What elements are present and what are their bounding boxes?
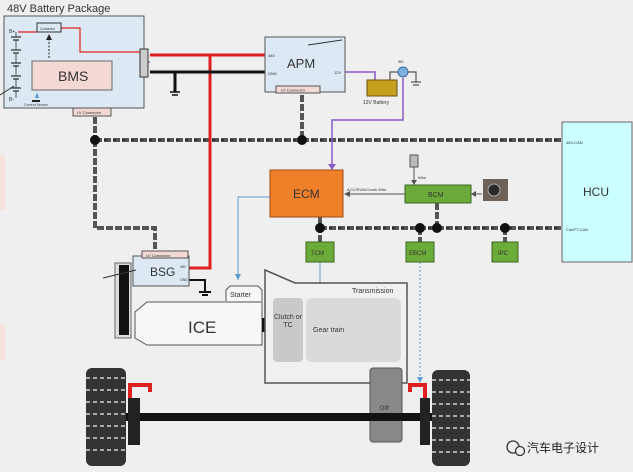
diff-label: Diff (380, 406, 389, 412)
ground-icon (170, 91, 180, 96)
watermark-text: 汽车电子设计 (527, 440, 599, 455)
b-plus-label: B+ (9, 29, 15, 35)
fuse-sensor-icon (397, 66, 409, 78)
contactor (36, 22, 62, 33)
ignition-wire (331, 78, 404, 170)
clutch-label-wrap: Clutch or TC (273, 314, 302, 329)
ground-wire (150, 70, 265, 92)
ipc-module[interactable] (491, 241, 519, 263)
apm-gnd-label: GND (268, 71, 277, 76)
acc-run-crank-wire-label: ACC/RUN/Crank Wire (347, 187, 387, 192)
ecm-module[interactable] (269, 169, 344, 218)
arrow-icon (46, 34, 52, 40)
arrow-icon (235, 274, 241, 280)
bms-label: BMS (58, 68, 88, 84)
apm-12v-label: 12V (334, 70, 341, 75)
contactor-label: Contactor (40, 27, 56, 31)
starter-label: Starter (230, 292, 252, 299)
hcu-48v-can-label: 48V-CAN (566, 140, 583, 145)
current-sensor-label: Current Sensor (24, 103, 49, 107)
apm-label: APM (287, 56, 315, 71)
battery-cells (11, 32, 21, 98)
left-wheel (86, 368, 126, 466)
gear-train (306, 298, 401, 362)
gear-train-label: Gear train (313, 327, 344, 334)
ebcm-module[interactable] (405, 241, 435, 263)
clutch-tc (273, 298, 303, 362)
bcm-label: BCM (428, 192, 444, 199)
edge-mark (0, 155, 5, 210)
clutch-label: Clutch or TC (273, 314, 302, 329)
differential[interactable] (369, 367, 403, 443)
edge-mark (0, 325, 5, 360)
starter[interactable] (225, 285, 263, 301)
battery-lv-connector (72, 107, 112, 117)
bsg-ground-icon (188, 279, 211, 296)
hcu-canpt-can-label: CanPT-CAN (566, 227, 588, 232)
battery-ground-icon (389, 71, 421, 86)
battery-package-title: 48V Battery Package (7, 3, 110, 15)
ice-engine[interactable] (134, 301, 263, 346)
battery-lv-connector-label: LV Connector (77, 110, 102, 115)
arrow-icon (417, 377, 423, 383)
ice-label: ICE (188, 318, 216, 337)
left-brake (128, 383, 152, 400)
transmission-label: Transmission (352, 288, 393, 295)
right-brake (408, 383, 427, 400)
bsg-lv-connector-label: LV Connector (146, 253, 171, 258)
ibs-label: IBS (398, 60, 404, 64)
bsg-module[interactable] (132, 255, 190, 287)
bsg-lv-connector (141, 250, 189, 259)
wire-label: Wire (418, 175, 427, 180)
switch-icon (409, 154, 419, 168)
belt (119, 265, 129, 335)
hcu-module[interactable] (561, 121, 633, 263)
hv-connector (139, 48, 149, 78)
ebcm-label: EBCM (409, 251, 426, 257)
right-wheel (432, 370, 470, 466)
battery-12v-label: 12V Battery (363, 100, 390, 106)
bms-box (31, 60, 113, 91)
battery-package: 48V Battery Package Contactor B+ B- BMS … (0, 3, 149, 117)
bsg-48v-label: 48V (180, 265, 187, 269)
apm-48v-label: 48V (268, 53, 275, 58)
battery-12v (366, 79, 398, 97)
b-minus-label: B- (9, 97, 14, 103)
apm-module: APM 48V GND 12V LV Connector (264, 36, 346, 94)
bsg-label: BSG (150, 265, 175, 279)
arrow-icon (411, 180, 417, 185)
hcu-label: HCU (583, 185, 609, 199)
arrow-icon (471, 191, 476, 197)
tcm-label: TCM (311, 251, 324, 257)
apm-lv-connector-label: LV Connector (281, 88, 306, 93)
arrow-icon (328, 164, 336, 170)
bsg-gnd-label: GND (180, 278, 188, 282)
arrow-icon (344, 191, 350, 197)
tcm-module[interactable] (305, 241, 335, 263)
apm-lv-connector (275, 85, 321, 94)
power-48v-wire (150, 53, 265, 270)
ipc-label: IPC (498, 251, 509, 257)
axle (125, 413, 435, 421)
ecm-starter-signal (237, 196, 270, 280)
ecm-label: ECM (293, 187, 320, 201)
watermark: 汽车电子设计 (506, 440, 599, 457)
apm-12v-wire (345, 71, 376, 80)
can-bus-pt (315, 203, 562, 242)
